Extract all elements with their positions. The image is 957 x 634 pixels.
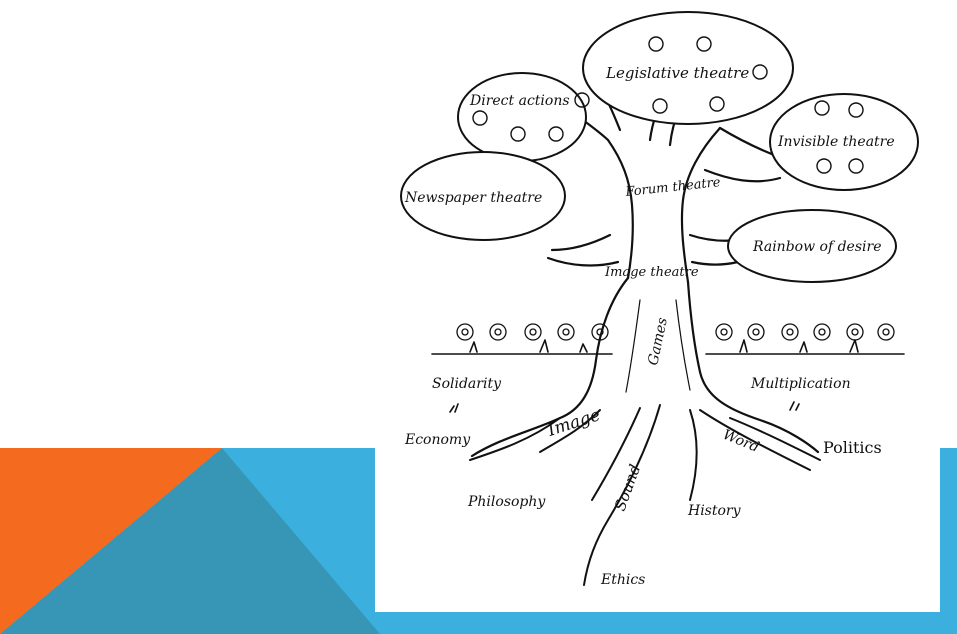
flowers-right [715, 323, 895, 341]
clouds [400, 11, 919, 283]
label-invisible-theatre: Invisible theatre [777, 134, 895, 150]
cloud-invisible [769, 93, 919, 191]
orange-triangle [0, 448, 222, 634]
label-direct-actions: Direct actions [469, 93, 570, 109]
label-philosophy: Philosophy [467, 494, 546, 510]
label-history: History [687, 503, 742, 519]
label-multiplication: Multiplication [750, 376, 851, 392]
label-ethics: Ethics [600, 572, 645, 588]
label-solidarity: Solidarity [432, 376, 502, 392]
label-legislative-theatre: Legislative theatre [605, 64, 749, 82]
flowers-left [456, 323, 609, 341]
cloud-direct-actions [457, 72, 587, 162]
label-rainbow-of-desire: Rainbow of desire [752, 239, 881, 255]
label-newspaper-theatre: Newspaper theatre [404, 190, 542, 206]
teal-triangle [0, 448, 380, 634]
theatre-tree-illustration [400, 11, 919, 586]
tree-roots [469, 404, 821, 586]
cloud-rainbow [727, 209, 897, 283]
cloud-legislative [582, 11, 794, 125]
cloud-newspaper [400, 151, 566, 241]
label-image-theatre: Image theatre [604, 265, 699, 280]
apples [472, 36, 864, 174]
label-economy: Economy [404, 432, 471, 448]
label-politics: Politics [823, 438, 882, 457]
